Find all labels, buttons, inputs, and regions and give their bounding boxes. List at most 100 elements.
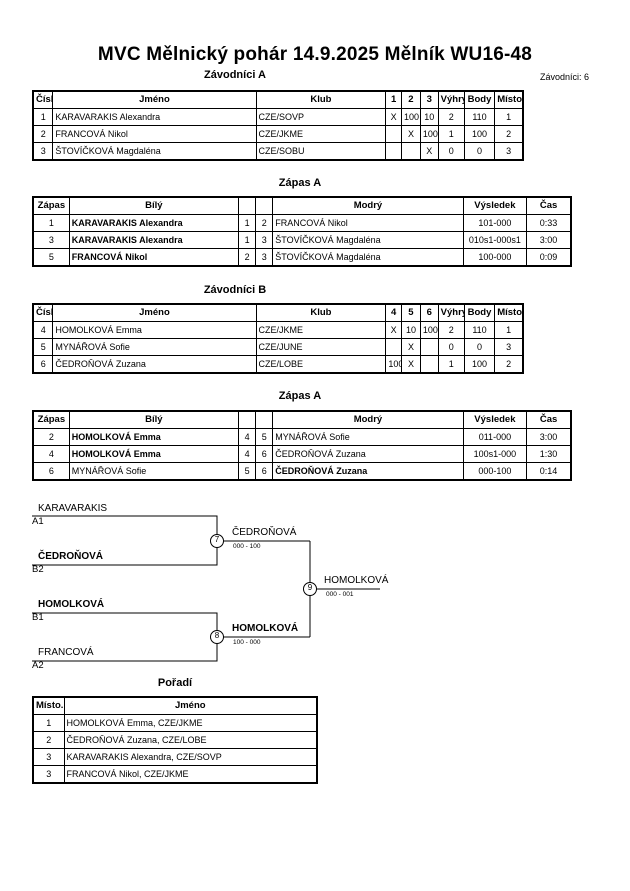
col-match: Zápas xyxy=(32,410,70,429)
cell-place: 3 xyxy=(494,338,524,356)
cell-b-num: 6 xyxy=(255,462,274,481)
cell-r2 xyxy=(401,142,421,161)
cell-place: 3 xyxy=(494,142,524,161)
cell-result: 010s1-000s1 xyxy=(462,231,528,249)
bracket-semi2-top-name: HOMOLKOVÁ xyxy=(38,599,105,610)
table-row: 2 HOMOLKOVÁ Emma 4 5 MYNÁŘOVÁ Sofie 011-… xyxy=(32,428,572,446)
cell-name: ČEDROŇOVÁ Zuzana, CZE/LOBE xyxy=(63,731,318,749)
cell-place: 1 xyxy=(32,714,65,732)
cell-match: 3 xyxy=(32,231,70,249)
matches-b-title: Zápas A xyxy=(278,390,322,402)
table-row: 1 KARAVARAKIS Alexandra 1 2 FRANCOVÁ Nik… xyxy=(32,214,572,232)
table-row: 5 FRANCOVÁ Nikol 2 3 ŠTOVÍČKOVÁ Magdalén… xyxy=(32,248,572,267)
cell-white: FRANCOVÁ Nikol xyxy=(68,248,240,267)
table-row: 6 MYNÁŘOVÁ Sofie 5 6 ČEDROŇOVÁ Zuzana 00… xyxy=(32,462,572,481)
cell-name: HOMOLKOVÁ Emma, CZE/JKME xyxy=(63,714,318,732)
table-row: 4 HOMOLKOVÁ Emma CZE/JKME X 10 100 2 110… xyxy=(32,321,524,339)
bracket-semi2-bottom-name: FRANCOVÁ xyxy=(38,647,94,658)
bracket-semi2-match-number: 8 xyxy=(214,631,220,640)
cell-r2: X xyxy=(401,125,421,143)
cell-match: 4 xyxy=(32,445,70,463)
bracket-semi1-bottom-seed: B2 xyxy=(32,564,44,575)
cell-blue: ŠTOVÍČKOVÁ Magdaléna xyxy=(272,231,464,249)
ranking-table: Místo. Jméno 1 HOMOLKOVÁ Emma, CZE/JKME … xyxy=(32,696,318,784)
cell-blue: ČEDROŇOVÁ Zuzana xyxy=(272,462,464,481)
cell-name: MYNÁŘOVÁ Sofie xyxy=(52,338,257,356)
cell-name: FRANCOVÁ Nikol, CZE/JKME xyxy=(63,765,318,784)
cell-club: CZE/JKME xyxy=(255,125,387,143)
cell-name: ŠTOVÍČKOVÁ Magdaléna xyxy=(52,142,257,161)
cell-name: FRANCOVÁ Nikol xyxy=(52,125,257,143)
cell-club: CZE/SOBU xyxy=(255,142,387,161)
table-row: 2 ČEDROŇOVÁ Zuzana, CZE/LOBE xyxy=(32,731,318,749)
table-row: 5 MYNÁŘOVÁ Sofie CZE/JUNE X 0 0 3 xyxy=(32,338,524,356)
cell-r2: X xyxy=(401,355,421,374)
cell-points: 100 xyxy=(463,125,496,143)
bracket-semi2-top-seed: B1 xyxy=(32,612,44,623)
cell-b-num: 3 xyxy=(255,231,274,249)
cell-wins: 1 xyxy=(437,125,465,143)
pool-b-table: Číslo Jméno Klub 4 5 6 Výhry Body Místo.… xyxy=(32,303,524,374)
bracket-semi2-marker xyxy=(210,630,224,644)
cell-match: 5 xyxy=(32,248,70,267)
table-row: 1 HOMOLKOVÁ Emma, CZE/JKME xyxy=(32,714,318,732)
cell-time: 0:09 xyxy=(526,248,572,267)
bracket-semi1-top-seed: A1 xyxy=(32,516,44,527)
table-row: 1 KARAVARAKIS Alexandra CZE/SOVP X 100 1… xyxy=(32,108,524,126)
matches-b-table: Zápas Bílý Modrý Výsledek Čas 2 HOMOLKOV… xyxy=(32,410,572,481)
cell-time: 1:30 xyxy=(526,445,572,463)
competitors-count: Závodníci: 6 xyxy=(540,72,590,82)
cell-points: 0 xyxy=(463,338,496,356)
cell-white: KARAVARAKIS Alexandra xyxy=(68,231,240,249)
matches-a-table: Zápas Bílý Modrý Výsledek Čas 1 KARAVARA… xyxy=(32,196,572,267)
bracket-semi1-top-name: KARAVARAKIS xyxy=(38,503,108,514)
bracket-semi1-marker xyxy=(210,534,224,548)
cell-place: 2 xyxy=(32,731,65,749)
cell-points: 0 xyxy=(463,142,496,161)
col-wins: Výhry xyxy=(437,90,465,109)
cell-time: 3:00 xyxy=(526,231,572,249)
bracket-final-match-number: 9 xyxy=(307,583,313,592)
table-row: 6 ČEDROŇOVÁ Zuzana CZE/LOBE 100 X 1 100 … xyxy=(32,355,524,374)
ranking-header-row: Místo. Jméno xyxy=(32,696,318,715)
cell-b-num: 3 xyxy=(255,248,274,267)
cell-place: 2 xyxy=(494,355,524,374)
cell-name: ČEDROŇOVÁ Zuzana xyxy=(52,355,257,374)
table-row: 3 ŠTOVÍČKOVÁ Magdaléna CZE/SOBU X 0 0 3 xyxy=(32,142,524,161)
page-title: MVC Mělnický pohár 14.9.2025 Mělník WU16… xyxy=(97,44,533,65)
bracket-final-score: 000 - 001 xyxy=(326,591,354,598)
bracket-semi2-winner: HOMOLKOVÁ xyxy=(232,623,299,634)
table-row: 3 KARAVARAKIS Alexandra, CZE/SOVP xyxy=(32,748,318,766)
cell-time: 3:00 xyxy=(526,428,572,446)
bracket-semi1-winner: ČEDROŇOVÁ xyxy=(232,527,297,538)
cell-result: 100s1-000 xyxy=(462,445,528,463)
cell-time: 0:14 xyxy=(526,462,572,481)
col-place: Místo. xyxy=(32,696,65,715)
matches-a-header-row: Zápas Bílý Modrý Výsledek Čas xyxy=(32,196,572,215)
cell-b-num: 2 xyxy=(255,214,274,232)
bracket-semi2-bottom-seed: A2 xyxy=(32,660,44,671)
table-row: 3 FRANCOVÁ Nikol, CZE/JKME xyxy=(32,765,318,784)
cell-club: CZE/JUNE xyxy=(255,338,387,356)
cell-place: 2 xyxy=(494,125,524,143)
cell-club: CZE/LOBE xyxy=(255,355,387,374)
cell-r3: X xyxy=(419,142,439,161)
col-name: Jméno xyxy=(63,696,318,715)
cell-points: 100 xyxy=(463,355,496,374)
matches-a-title: Zápas A xyxy=(278,177,322,189)
cell-place: 3 xyxy=(32,748,65,766)
pool-b-header-row: Číslo Jméno Klub 4 5 6 Výhry Body Místo. xyxy=(32,303,524,322)
col-points: Body xyxy=(463,90,496,109)
cell-r2: X xyxy=(401,338,421,356)
pool-a-table: Číslo Jméno Klub 1 2 3 Výhry Body Místo.… xyxy=(32,90,524,161)
table-row: 2 FRANCOVÁ Nikol CZE/JKME X 100 1 100 2 xyxy=(32,125,524,143)
bracket-semi2-score: 100 - 000 xyxy=(233,639,261,646)
pool-a-title: Závodníci A xyxy=(204,69,266,81)
pool-b-title: Závodníci B xyxy=(203,284,267,296)
bracket-final-marker xyxy=(303,582,317,596)
cell-b-num: 6 xyxy=(255,445,274,463)
cell-match: 6 xyxy=(32,462,70,481)
bracket-semi1-score: 000 - 100 xyxy=(233,543,261,550)
bracket-final-winner: HOMOLKOVÁ xyxy=(324,575,389,586)
